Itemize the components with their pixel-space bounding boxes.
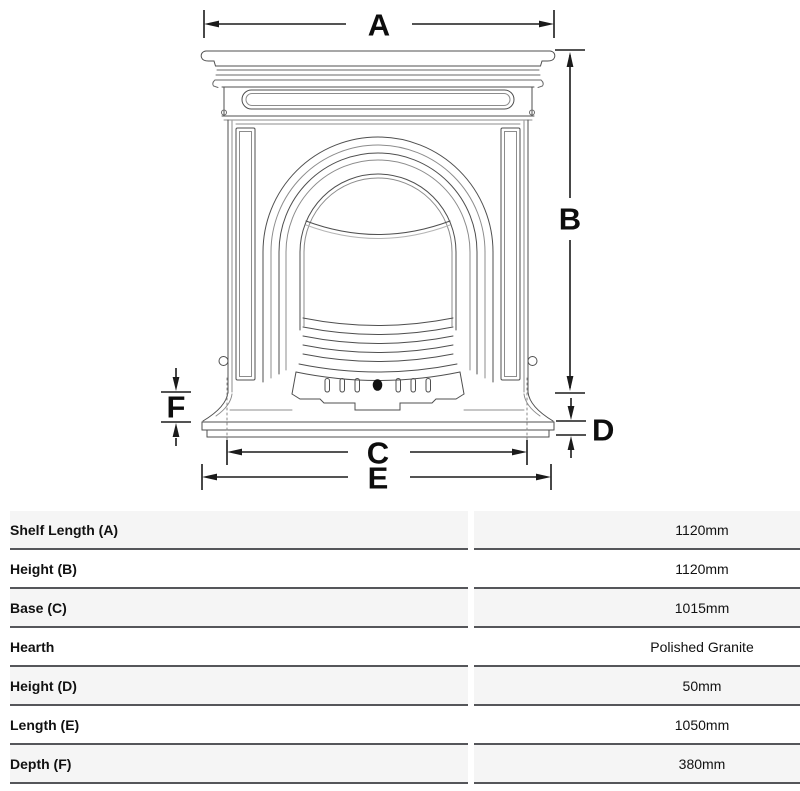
table-row: Shelf Length (A) 1120mm: [10, 511, 800, 550]
table-row: Base (C) 1015mm: [10, 589, 800, 628]
column-gap: [468, 706, 474, 745]
fret-knob: [372, 379, 383, 391]
grate-bars: [302, 317, 454, 362]
fret: [291, 363, 465, 411]
dimension-a: A: [203, 8, 555, 43]
cornice-moulding: [212, 69, 544, 88]
spec-table-wrap: Shelf Length (A) 1120mm Height (B) 1120m…: [10, 511, 800, 784]
spec-label: Base (C): [10, 589, 468, 628]
column-gap: [468, 550, 474, 589]
spec-table: Shelf Length (A) 1120mm Height (B) 1120m…: [10, 511, 800, 784]
frieze-panel: [221, 86, 535, 121]
dimension-label-d: D: [592, 413, 614, 448]
fireplace-dimension-diagram: A B C: [161, 8, 614, 496]
spec-label: Depth (F): [10, 745, 468, 784]
mantel-shelf: [200, 50, 556, 67]
fireplace-legs: [227, 119, 529, 394]
dimension-b: B: [555, 49, 585, 394]
spec-value: 380mm: [474, 745, 800, 784]
dimension-d: D: [556, 398, 614, 458]
table-row: Hearth Polished Granite: [10, 628, 800, 667]
fireplace-drawing: [200, 50, 556, 447]
column-gap: [468, 511, 474, 550]
column-gap: [468, 745, 474, 784]
spec-value: 1120mm: [474, 511, 800, 550]
dimension-f: F: [161, 368, 191, 446]
dimension-label-e: E: [368, 461, 389, 496]
leg-feet: [202, 391, 554, 422]
dimension-e: E: [201, 461, 552, 496]
spec-value: 1015mm: [474, 589, 800, 628]
arch: [262, 136, 494, 383]
column-gap: [468, 628, 474, 667]
table-row: Height (D) 50mm: [10, 667, 800, 706]
spec-label: Length (E): [10, 706, 468, 745]
table-row: Length (E) 1050mm: [10, 706, 800, 745]
side-ears: [218, 356, 538, 366]
spec-value: 1120mm: [474, 550, 800, 589]
dimension-label-c: C: [367, 436, 389, 471]
extension-lines: [226, 377, 528, 447]
dimension-label-a: A: [368, 8, 390, 43]
spec-label: Shelf Length (A): [10, 511, 468, 550]
dimension-label-b: B: [559, 202, 581, 237]
spec-value: 1050mm: [474, 706, 800, 745]
hearth: [201, 409, 555, 438]
spec-label: Height (B): [10, 550, 468, 589]
canopy: [305, 220, 451, 239]
spec-value: Polished Granite: [474, 628, 800, 667]
dimension-c: C: [226, 436, 528, 471]
column-gap: [468, 667, 474, 706]
dimension-label-f: F: [167, 390, 186, 425]
column-gap: [468, 589, 474, 628]
table-row: Depth (F) 380mm: [10, 745, 800, 784]
spec-value: 50mm: [474, 667, 800, 706]
spec-label: Hearth: [10, 628, 468, 667]
spec-label: Height (D): [10, 667, 468, 706]
table-row: Height (B) 1120mm: [10, 550, 800, 589]
